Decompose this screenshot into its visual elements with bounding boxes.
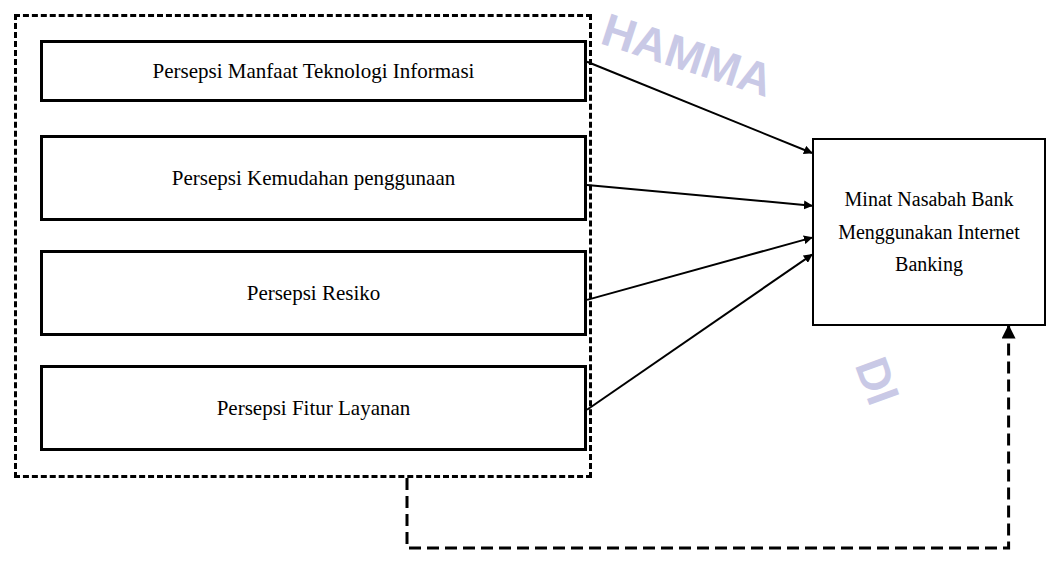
watermark-text: HAMMA	[595, 2, 779, 108]
factor-box: Persepsi Resiko	[40, 250, 587, 336]
node-text: Persepsi Resiko	[237, 280, 391, 306]
factor-box: Persepsi Manfaat Teknologi Informasi	[40, 40, 587, 102]
arrow-connector	[587, 185, 812, 206]
node-text: Persepsi Fitur Layanan	[207, 395, 421, 421]
arrow-connector	[587, 238, 812, 300]
arrow-connector	[587, 255, 812, 410]
node-text: Persepsi Kemudahan penggunaan	[162, 165, 465, 191]
node-text: Minat Nasabah Bank Menggunakan Internet …	[814, 177, 1044, 286]
dashed-group: Persepsi Manfaat Teknologi InformasiPers…	[14, 14, 592, 478]
outcome-box: Minat Nasabah Bank Menggunakan Internet …	[812, 138, 1046, 326]
watermark-text: DI	[844, 350, 910, 412]
node-text: Persepsi Manfaat Teknologi Informasi	[143, 58, 485, 84]
factor-box: Persepsi Fitur Layanan	[40, 365, 587, 451]
factor-box: Persepsi Kemudahan penggunaan	[40, 135, 587, 221]
